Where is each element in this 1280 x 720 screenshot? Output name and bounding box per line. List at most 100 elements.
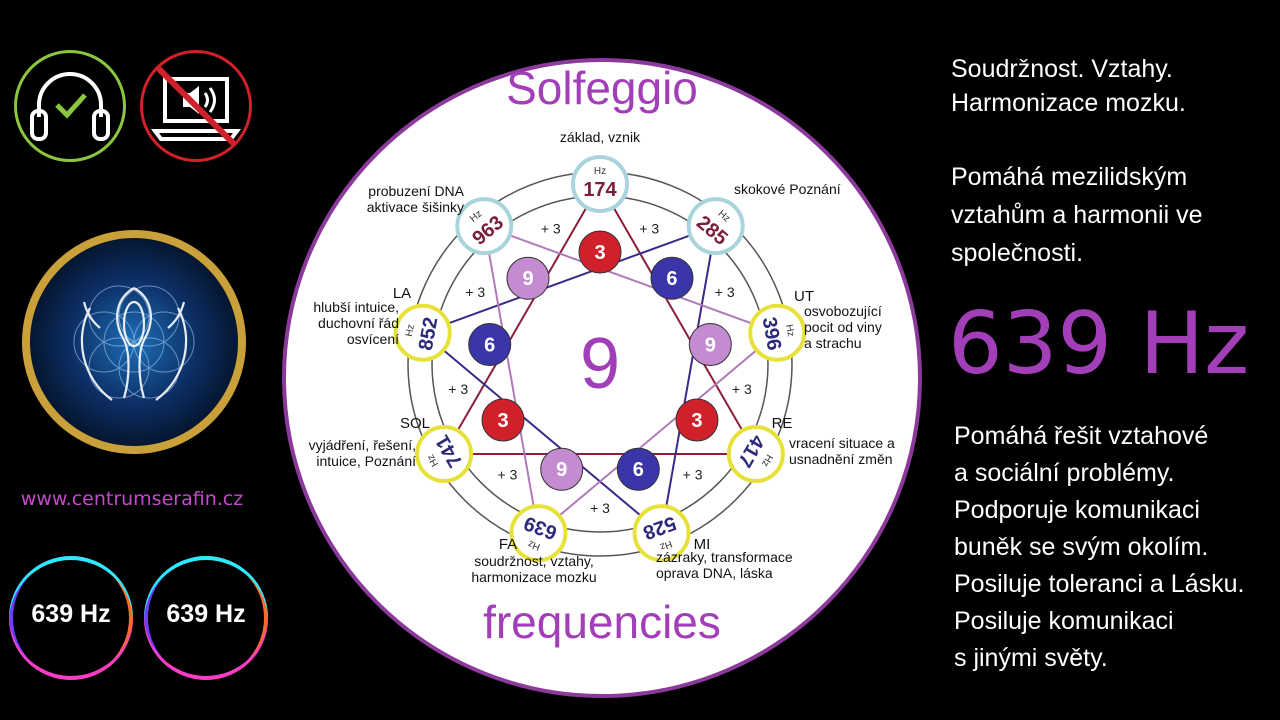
node-description: intuice, Poznání: [316, 453, 416, 469]
root-ball: [650, 256, 694, 300]
summary-line: Pomáhá mezilidským: [951, 163, 1188, 191]
plus-three-label: + 3: [541, 221, 561, 237]
benefit-line: Posiluje komunikaci: [954, 607, 1174, 635]
hz-label: Hz: [425, 452, 441, 468]
frequency-value: 174: [583, 179, 617, 201]
root-ball: [481, 398, 525, 442]
plus-three-label: + 3: [498, 466, 518, 482]
plus-three-label: + 3: [732, 381, 752, 397]
website-url[interactable]: www.centrumserafin.cz: [20, 488, 244, 510]
root-digit: 3: [497, 410, 508, 432]
node-description: hlubší intuice,: [313, 299, 399, 315]
node-description: a strachu: [804, 335, 862, 351]
root-digit: 6: [666, 268, 677, 290]
frequency-node: [393, 303, 452, 362]
frequency-node: [632, 504, 691, 563]
flower-of-life-emblem: [22, 230, 246, 454]
node-description: zázraky, transformace: [656, 549, 793, 565]
orb-label: 639 Hz: [166, 600, 246, 628]
node-description: základ, vznik: [560, 129, 641, 145]
root-ball: [468, 323, 512, 367]
root-balls: 3 6 9 3 6 9 3 6 9: [468, 230, 732, 491]
solfege-note: SOL: [400, 415, 430, 432]
root-ball: [506, 256, 550, 300]
root-digit: 3: [691, 410, 702, 432]
triangle-line: [483, 224, 780, 536]
node-description: usnadnění změn: [789, 451, 893, 467]
hz-label: Hz: [594, 166, 606, 177]
node-description: vracení situace a: [789, 435, 895, 451]
summary-line: Harmonizace mozku.: [951, 89, 1186, 117]
node-description: duchovní řád: [318, 315, 399, 331]
root-digit: 3: [594, 242, 605, 264]
frequency-node: [455, 197, 514, 256]
hz-label: Hz: [527, 538, 542, 553]
frequency-orb-left: 639 Hz: [9, 556, 133, 680]
node-description: osvobozující: [804, 303, 882, 319]
node-description: soudržnost, vztahy,: [474, 553, 594, 569]
plus-three-label: + 3: [465, 284, 485, 300]
summary-heading: Soudržnost. Vztahy. Harmonizace mozku.: [951, 52, 1186, 120]
diagram-subtitle: frequencies: [483, 596, 721, 648]
root-digit: 9: [556, 459, 567, 481]
frequency-node: [686, 197, 745, 256]
frequency-node: [748, 303, 807, 362]
node-description: vyjádření, řešení,: [309, 437, 416, 453]
solfege-note: FA: [499, 536, 517, 553]
root-digit: 9: [522, 268, 533, 290]
headphones-badge: [14, 50, 126, 162]
hz-label: Hz: [404, 324, 417, 338]
benefit-line: Posiluje toleranci a Lásku.: [954, 570, 1245, 598]
plus-three-label: + 3: [590, 500, 610, 516]
frequency-node: [726, 425, 785, 483]
node-description: probuzení DNA: [368, 183, 464, 199]
summary-line: vztahům a harmonii ve: [951, 201, 1203, 229]
benefit-line: a sociální problémy.: [954, 459, 1175, 487]
plus-three-label: + 3: [715, 284, 735, 300]
root-digit: 9: [705, 335, 716, 357]
node-description: pocit od viny: [804, 319, 882, 335]
no-laptop-speaker-icon: [151, 64, 241, 148]
orb-label: 639 Hz: [31, 600, 111, 628]
benefits-text: Pomáhá řešit vztahové a sociální problém…: [954, 418, 1244, 677]
frequency-node: [571, 155, 629, 213]
frequency-nodes: Hz174Hz285Hz396Hz417Hz528Hz639Hz741Hz852…: [393, 155, 807, 563]
plus-three-label: + 3: [683, 466, 703, 482]
node-description: skokové Poznání: [734, 181, 841, 197]
triangle-line: [420, 224, 717, 536]
hz-label: Hz: [783, 324, 796, 338]
root-ball: [616, 447, 660, 491]
root-ball: [578, 230, 622, 274]
summary-line: společnosti.: [951, 239, 1084, 267]
solfege-note: RE: [772, 415, 793, 432]
connection-lines: [420, 182, 780, 536]
center-number: 9: [580, 324, 620, 404]
root-digit: 6: [484, 335, 495, 357]
frequency-node: [415, 425, 474, 483]
plus-three-label: + 3: [448, 381, 468, 397]
diagram-title: Solfeggio: [506, 62, 698, 114]
summary-line: Soudržnost. Vztahy.: [951, 55, 1173, 83]
root-ball: [688, 323, 732, 367]
summary-text: Pomáhá mezilidským vztahům a harmonii ve…: [951, 158, 1203, 272]
node-description: oprava DNA, láska: [656, 565, 773, 581]
solfege-note: LA: [393, 285, 411, 302]
no-laptop-badge: [140, 50, 252, 162]
triangle-line: [442, 182, 758, 455]
solfege-note: MI: [694, 536, 711, 553]
benefit-line: Podporuje komunikaci: [954, 496, 1200, 524]
frequency-node: [509, 504, 568, 563]
solfege-note: UT: [794, 288, 814, 305]
hz-label: Hz: [658, 538, 673, 553]
benefit-line: Pomáhá řešit vztahové: [954, 422, 1209, 450]
frequency-orb-right: 639 Hz: [144, 556, 268, 680]
benefit-line: s jinými světy.: [954, 644, 1108, 672]
node-description: osvícení: [347, 331, 399, 347]
node-description: harmonizace mozku: [471, 569, 596, 585]
hz-label: Hz: [759, 452, 775, 468]
root-digit: 6: [633, 459, 644, 481]
headphones-check-icon: [30, 72, 110, 141]
root-ball: [675, 398, 719, 442]
